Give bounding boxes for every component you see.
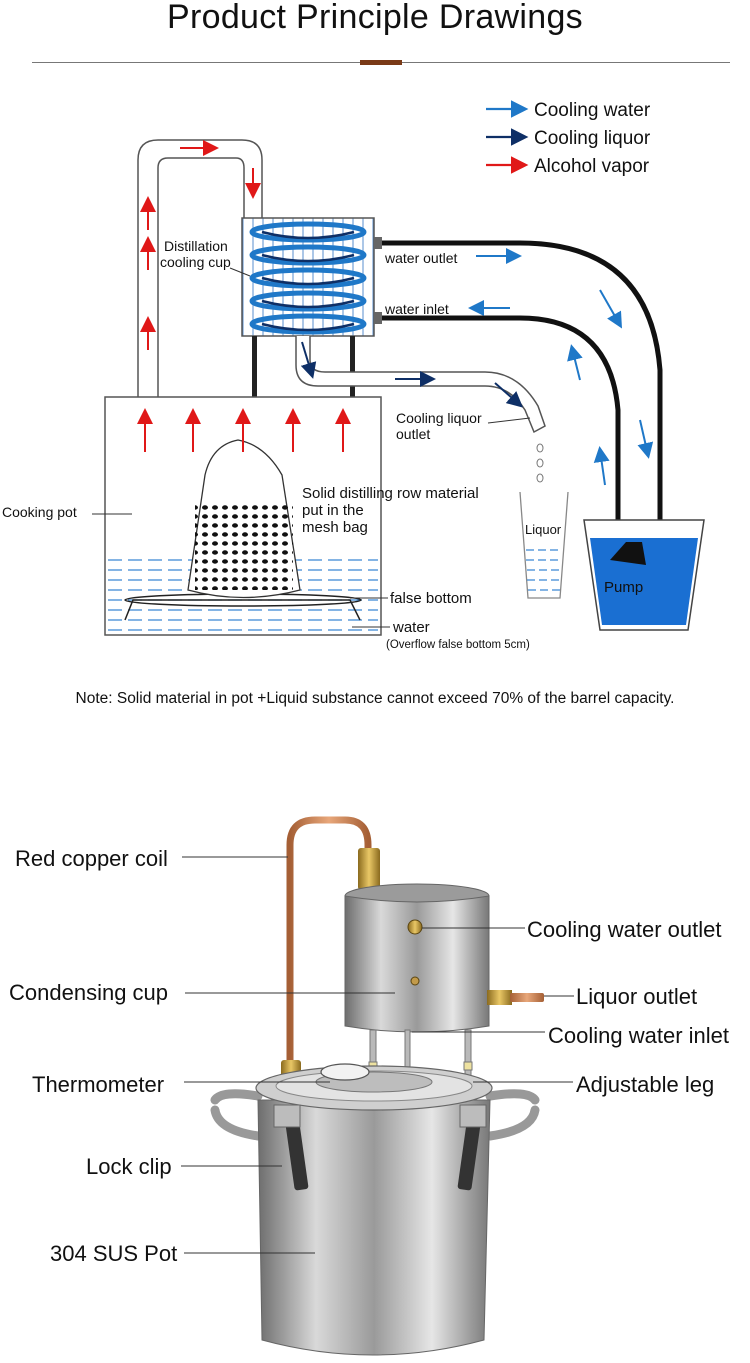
condensing-cup <box>344 883 544 1033</box>
distillation-cooling-cup <box>241 217 382 337</box>
legend: Cooling water Cooling liquor Alcohol vap… <box>486 100 651 177</box>
label-304-sus-pot: 304 SUS Pot <box>50 1241 177 1266</box>
legend-cooling-water: Cooling water <box>534 100 651 121</box>
label-liquor-outlet: Liquor outlet <box>576 984 697 1009</box>
label-thermometer: Thermometer <box>32 1072 164 1097</box>
thermometer-dial <box>320 1063 370 1081</box>
label-adjustable-leg: Adjustable leg <box>576 1072 714 1097</box>
principle-diagram: Cooling water Cooling liquor Alcohol vap… <box>2 100 705 651</box>
label-overflow: (Overflow false bottom 5cm) <box>386 639 530 651</box>
label-water-inlet: water inlet <box>384 301 449 317</box>
label-distillation-cup-2: cooling cup <box>160 254 231 270</box>
cooking-pot <box>104 396 382 636</box>
label-pump: Pump <box>604 579 643 596</box>
vapor-pipe <box>137 139 263 397</box>
legend-cooling-liquor: Cooling liquor <box>534 128 651 149</box>
label-liquor-outlet-2: outlet <box>396 426 430 442</box>
label-liquor: Liquor <box>525 522 562 537</box>
label-false-bottom: false bottom <box>390 590 472 607</box>
label-red-copper-coil: Red copper coil <box>15 846 168 871</box>
label-lock-clip: Lock clip <box>86 1154 172 1179</box>
copper-coil <box>286 816 372 1085</box>
pot <box>210 1063 540 1356</box>
label-condensing-cup: Condensing cup <box>9 980 168 1005</box>
water-bucket <box>583 519 705 631</box>
product-illustration: Red copper coil Cooling water outlet Con… <box>9 816 729 1356</box>
label-cooling-water-outlet: Cooling water outlet <box>527 917 721 942</box>
pump-icon <box>610 542 646 565</box>
water-outlet-hose <box>382 240 663 530</box>
label-distillation-cup-1: Distillation <box>164 238 228 254</box>
label-water: water <box>392 619 430 636</box>
label-mesh-bag-2: put in the <box>302 502 364 519</box>
label-water-outlet: water outlet <box>384 250 457 266</box>
label-mesh-bag-1: Solid distilling row material <box>302 485 479 502</box>
page-title: Product Principle Drawings <box>167 0 583 36</box>
label-mesh-bag-3: mesh bag <box>302 519 368 536</box>
label-cooking-pot: Cooking pot <box>2 504 77 520</box>
legend-alcohol-vapor: Alcohol vapor <box>534 156 650 177</box>
title-divider-accent <box>360 60 402 65</box>
capacity-note: Note: Solid material in pot +Liquid subs… <box>75 690 675 707</box>
liquor-glass <box>519 491 569 599</box>
label-cooling-water-inlet: Cooling water inlet <box>548 1023 729 1048</box>
water-inlet-hose <box>382 315 621 540</box>
label-liquor-outlet-1: Cooling liquor <box>396 410 482 426</box>
